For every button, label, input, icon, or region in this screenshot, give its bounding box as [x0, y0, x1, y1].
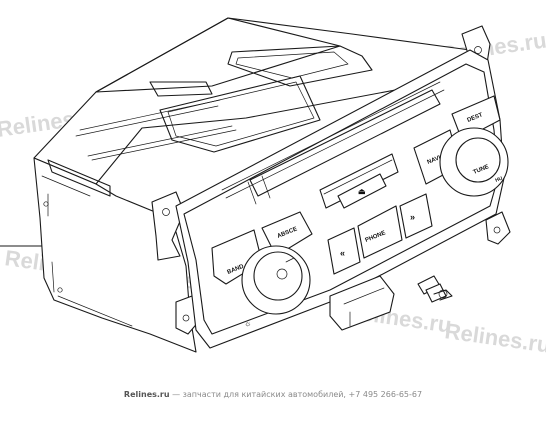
- power-icon: ☼: [244, 319, 251, 328]
- seek-back-label: «: [340, 248, 345, 258]
- footer: Relines.ru — запчасти для китайских авто…: [0, 390, 546, 399]
- eject-button[interactable]: [337, 173, 387, 209]
- mounting-bracket-right: [461, 25, 511, 245]
- phone-button[interactable]: [357, 205, 403, 259]
- tune-knob[interactable]: [455, 137, 501, 183]
- right-control-cluster: NAVI DEST TUNE HU: [413, 95, 509, 197]
- dest-label: DEST: [467, 112, 484, 124]
- screw: [417, 275, 453, 303]
- hu-label: HU: [495, 175, 504, 183]
- footer-text: — запчасти для китайских автомобилей, +7…: [169, 390, 423, 399]
- volume-knob[interactable]: [253, 251, 303, 301]
- volume-knob-center: [276, 268, 288, 280]
- footer-site[interactable]: Relines.ru: [123, 390, 170, 399]
- seek-forward-button[interactable]: [399, 193, 433, 239]
- left-control-cluster: BAND ABSCE ☼: [211, 211, 313, 328]
- eject-icon: ⏏: [358, 187, 366, 196]
- center-button-row: « PHONE » ⏏: [327, 173, 433, 275]
- chassis: [33, 17, 471, 353]
- watermark-text: Relines.ru: [443, 318, 546, 358]
- leader-line: [0, 231, 45, 247]
- seek-back-button[interactable]: [327, 227, 361, 275]
- tune-label: TUNE: [473, 164, 490, 176]
- seek-forward-label: »: [410, 212, 415, 222]
- navi-label: NAVI: [427, 155, 442, 166]
